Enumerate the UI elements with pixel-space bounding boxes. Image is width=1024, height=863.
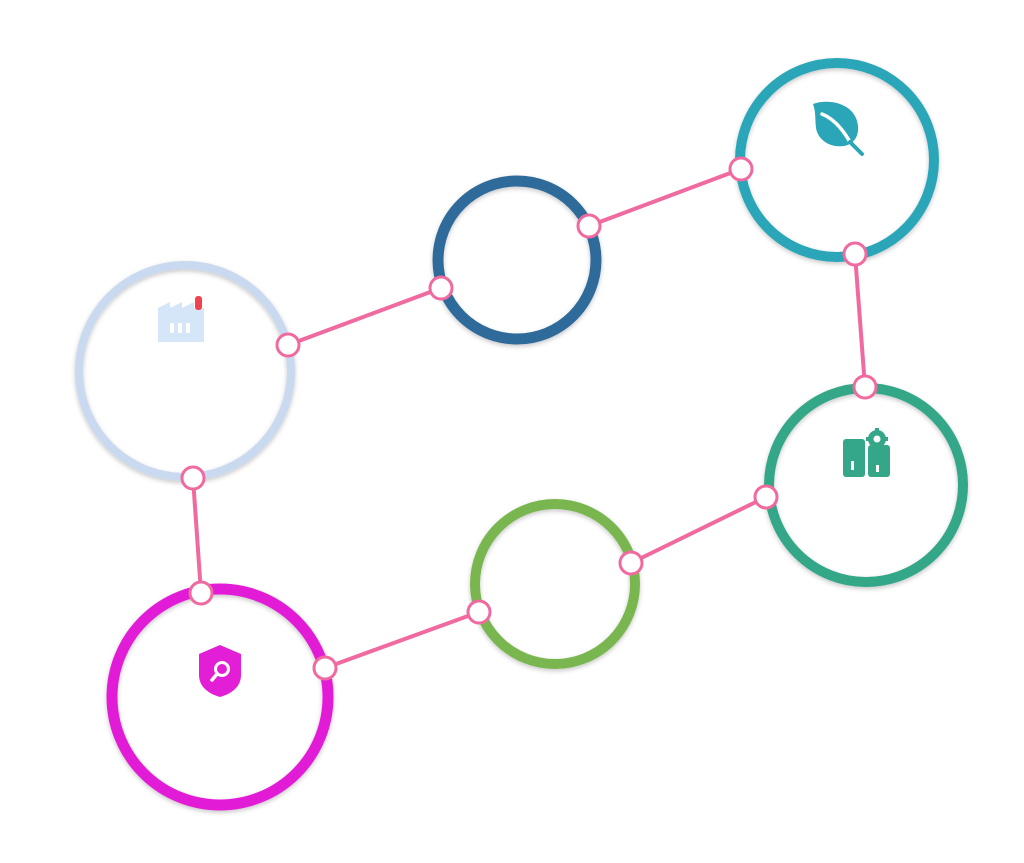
connector-panels-green	[630, 495, 767, 565]
node-magenta-ring	[106, 583, 334, 811]
connector-dot	[753, 484, 779, 510]
node-factory-ring	[75, 261, 295, 481]
connector-dot	[275, 332, 301, 358]
connector-dot	[180, 465, 206, 491]
connector-magenta-factory	[191, 477, 203, 594]
connector-dot	[728, 156, 754, 182]
connector-dot	[852, 374, 878, 400]
connector-dot	[428, 275, 454, 301]
connector-navy-leaf	[588, 167, 742, 228]
node-leaf-ring	[735, 58, 939, 262]
connector-dot	[842, 241, 868, 267]
node-panels-ring	[764, 383, 968, 587]
solar-panel-gear-icon	[843, 428, 890, 477]
connector-dot	[466, 599, 492, 625]
factory-icon	[158, 296, 204, 342]
connector-factory-navy	[287, 286, 442, 347]
node-navy-ring	[432, 175, 602, 345]
connector-dots	[180, 156, 878, 681]
connector-dot	[576, 213, 602, 239]
shield-search-icon	[199, 645, 241, 697]
leaf-icon	[813, 101, 864, 156]
connector-green-magenta	[324, 610, 480, 670]
connectors	[191, 167, 867, 670]
node-green-ring	[470, 499, 640, 669]
connector-leaf-panels	[853, 253, 867, 388]
connector-dot	[312, 655, 338, 681]
connector-dot	[618, 550, 644, 576]
connector-dot	[188, 580, 214, 606]
